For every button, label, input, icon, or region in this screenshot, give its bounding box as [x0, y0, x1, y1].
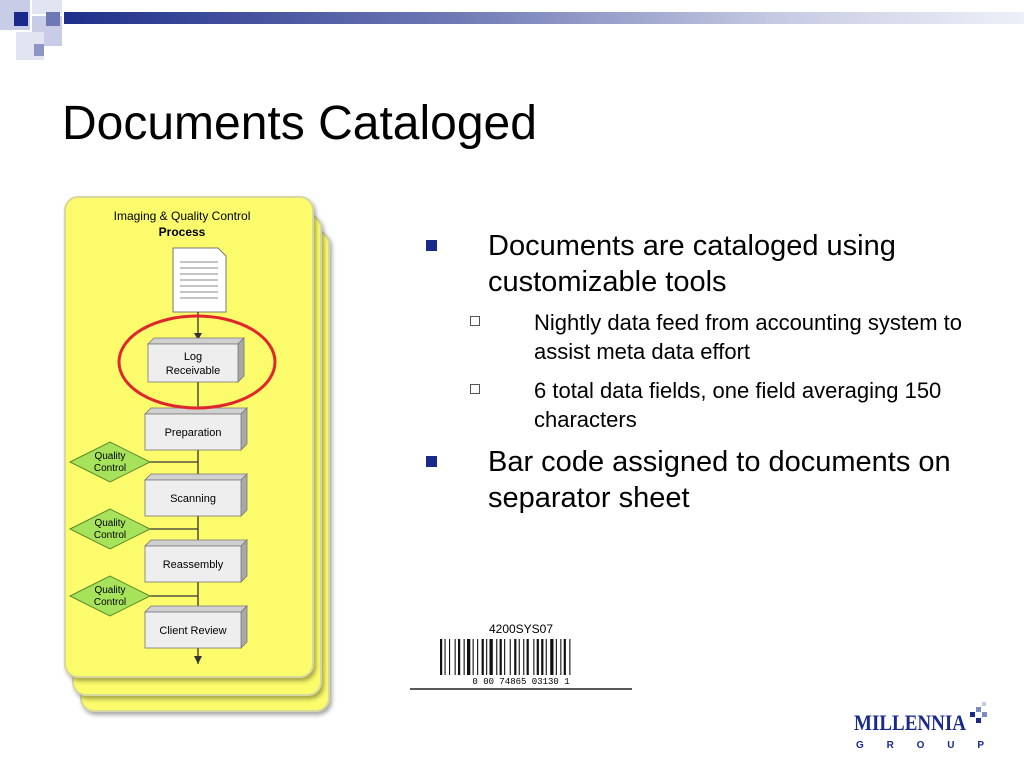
sub-bullet-text: 6 total data fields, one field averaging… — [534, 378, 942, 432]
step-label: Scanning — [170, 493, 216, 505]
svg-text:Quality: Quality — [94, 518, 125, 529]
flowchart-diagram: Imaging & Quality Control Process Log — [68, 209, 277, 664]
barcode-bar — [486, 639, 488, 675]
svg-text:Quality: Quality — [94, 585, 125, 596]
document-icon — [172, 247, 227, 313]
step-log-receivable: Log Receivable — [147, 337, 245, 383]
barcode-bar — [504, 639, 506, 675]
barcode-top-text: 4200SYS07 — [489, 622, 553, 636]
svg-text:Quality: Quality — [94, 451, 125, 462]
slide-title: Documents Cataloged — [62, 97, 537, 150]
barcode-number: 0 00 74865 03130 1 — [472, 677, 569, 687]
logo-sub: G R O U P — [856, 740, 984, 751]
step-label: Log — [184, 351, 202, 363]
barcode-bar — [440, 639, 443, 675]
step-label: Reassembly — [163, 559, 224, 571]
barcode-bar — [533, 639, 535, 675]
hollow-square-bullet-icon — [470, 316, 480, 326]
hollow-square-bullet-icon — [470, 384, 480, 394]
flowchart-heading-1: Imaging & Quality Control — [114, 209, 251, 223]
arrow-head-icon — [194, 656, 202, 664]
svg-text:Control: Control — [94, 530, 126, 541]
barcode-bar — [550, 639, 554, 675]
step-label: Receivable — [166, 365, 220, 377]
barcode-bar — [477, 639, 479, 675]
barcode-bar — [444, 639, 446, 675]
barcode-bar — [560, 639, 562, 675]
barcode-bar — [499, 639, 502, 675]
qc-diamond-2: Quality Control — [68, 508, 198, 550]
barcode-bar — [541, 639, 544, 675]
barcode-bar — [555, 639, 557, 675]
barcode-bar — [481, 639, 484, 675]
bullet-text: Documents are cataloged using customizab… — [488, 230, 896, 298]
bullet-item: Bar code assigned to documents on separa… — [420, 444, 1010, 516]
barcode-bar — [563, 639, 566, 675]
barcode-bar — [518, 639, 520, 675]
barcode-bar — [523, 639, 525, 675]
step-scanning: Scanning — [144, 473, 248, 517]
title-bar-gradient — [64, 12, 1024, 24]
barcode-bar — [545, 639, 547, 675]
square-bullet-icon — [426, 240, 437, 251]
barcode-bars — [440, 639, 571, 675]
square-bullet-icon — [426, 456, 437, 467]
step-label: Client Review — [159, 625, 226, 637]
barcode-bar — [467, 639, 471, 675]
barcode-bar — [569, 639, 571, 675]
millennia-group-logo: MILLENNIA G R O U P — [850, 698, 1000, 754]
sub-bullet-item: 6 total data fields, one field averaging… — [420, 376, 1010, 434]
arrow-head-icon — [194, 333, 202, 340]
qc-diamond-3: Quality Control — [68, 575, 198, 617]
qc-diamond-1: Quality Control — [68, 441, 198, 483]
barcode-bar — [514, 639, 517, 675]
bullet-text: Bar code assigned to documents on separa… — [488, 446, 951, 514]
step-preparation: Preparation — [144, 407, 248, 451]
barcode-bar — [509, 639, 511, 675]
step-reassembly: Reassembly — [144, 539, 248, 583]
barcode-bar — [496, 639, 498, 675]
barcode-bar — [463, 639, 465, 675]
barcode-bar — [489, 639, 493, 675]
sub-bullet-item: Nightly data feed from accounting system… — [420, 308, 1010, 366]
barcode-bar — [472, 639, 474, 675]
barcode-bar — [454, 639, 456, 675]
sub-bullet-text: Nightly data feed from accounting system… — [534, 310, 962, 364]
svg-text:Control: Control — [94, 597, 126, 608]
highlight-circle — [117, 314, 277, 410]
barcode-bar — [458, 639, 461, 675]
barcode: 4200SYS07 0 00 74865 03130 1 — [410, 622, 632, 692]
bullet-list: Documents are cataloged using customizab… — [420, 228, 1010, 524]
barcode-bar — [536, 639, 539, 675]
logo-name: MILLENNIA — [854, 710, 966, 735]
svg-text:Control: Control — [94, 463, 126, 474]
step-label: Preparation — [165, 427, 222, 439]
flowchart-heading-2: Process — [159, 225, 206, 239]
bullet-item: Documents are cataloged using customizab… — [420, 228, 1010, 300]
barcode-bar — [449, 639, 451, 675]
process-flowchart: Imaging & Quality Control Process Log — [60, 190, 340, 720]
barcode-bar — [526, 639, 529, 675]
step-client-review: Client Review — [144, 605, 248, 649]
